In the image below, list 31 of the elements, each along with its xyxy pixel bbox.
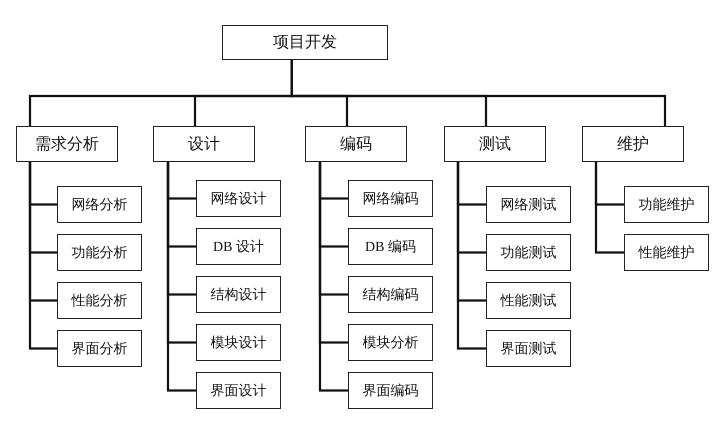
task-box: 性能维护 [624,234,709,271]
task-box: 界面测试 [486,330,571,367]
connector-line [318,162,348,392]
task-box: 结构编码 [348,276,433,313]
task-box: 网络分析 [57,186,142,223]
task-box: 界面分析 [57,330,142,367]
task-box: DB 设计 [196,228,281,265]
phase-box: 设计 [153,126,255,162]
task-box: 网络编码 [348,180,433,217]
task-box: 界面设计 [196,372,281,409]
task-box: 功能维护 [624,186,709,223]
task-box: 性能测试 [486,282,571,319]
connector-line [166,162,196,392]
task-box: 结构设计 [196,276,281,313]
phase-box: 需求分析 [16,126,118,162]
task-box: 模块设计 [196,324,281,361]
task-box: 网络设计 [196,180,281,217]
task-box: 性能分析 [57,282,142,319]
task-box: DB 编码 [348,228,433,265]
task-box: 功能分析 [57,234,142,271]
connector-line [28,162,57,350]
phase-box: 测试 [444,126,546,162]
phase-box: 编码 [305,126,407,162]
task-box: 界面编码 [348,372,433,409]
phase-box: 维护 [582,126,684,162]
task-box: 功能测试 [486,234,571,271]
connector-line [456,162,486,350]
connector-line [594,162,624,254]
root-box: 项目开发 [222,25,388,60]
task-box: 网络测试 [486,186,571,223]
task-box: 模块分析 [348,324,433,361]
